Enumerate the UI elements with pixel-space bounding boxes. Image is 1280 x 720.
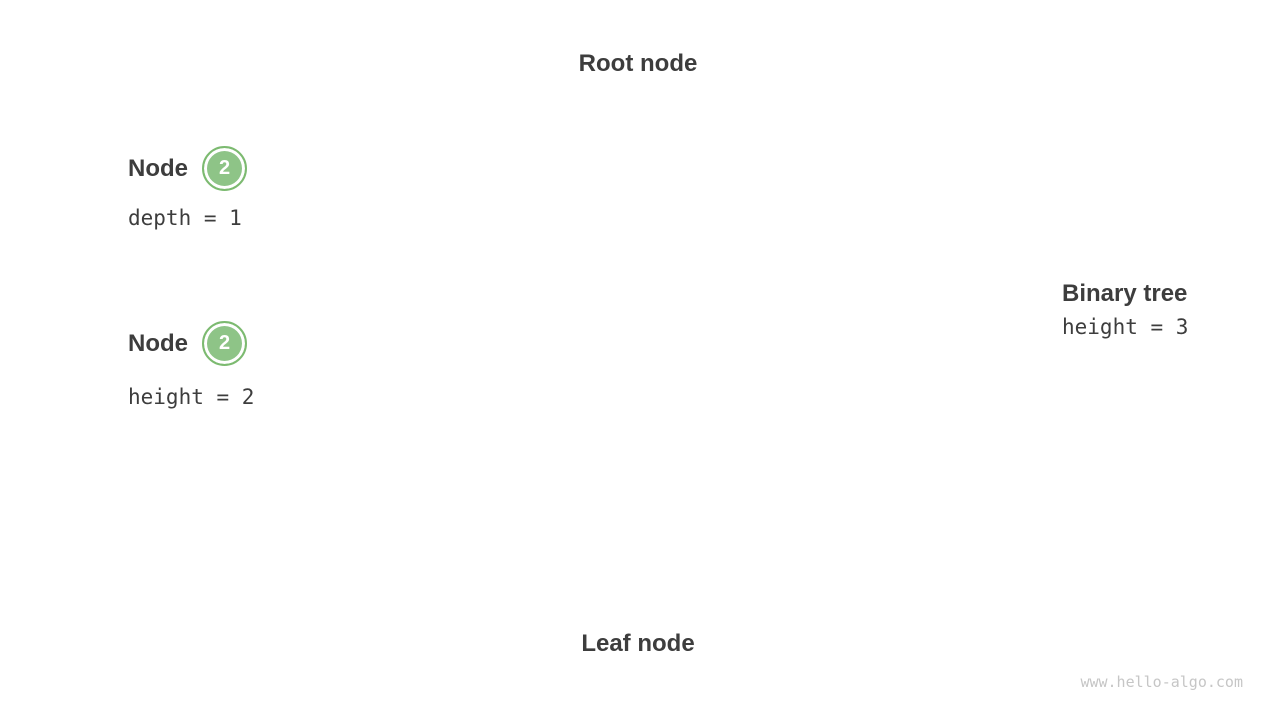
leaf-node-label: Leaf node bbox=[581, 630, 695, 657]
annotation-node-height: Node 2 bbox=[128, 321, 247, 366]
annotation-height-title: Node bbox=[128, 329, 188, 357]
annotation-depth-caption: depth = 1 bbox=[128, 206, 242, 230]
annotation-height-caption: height = 2 bbox=[128, 385, 255, 409]
node-badge-circle: 2 bbox=[202, 146, 247, 191]
annotation-tree-height-title: Binary tree bbox=[1062, 280, 1188, 307]
root-node-label: Root node bbox=[578, 50, 698, 77]
watermark-url: www.hello-algo.com bbox=[1080, 673, 1243, 691]
annotation-depth-title: Node bbox=[128, 154, 188, 182]
node-badge-circle: 2 bbox=[202, 321, 247, 366]
annotation-node-depth: Node 2 bbox=[128, 146, 247, 191]
annotation-tree-height-caption: height = 3 bbox=[1062, 315, 1189, 339]
